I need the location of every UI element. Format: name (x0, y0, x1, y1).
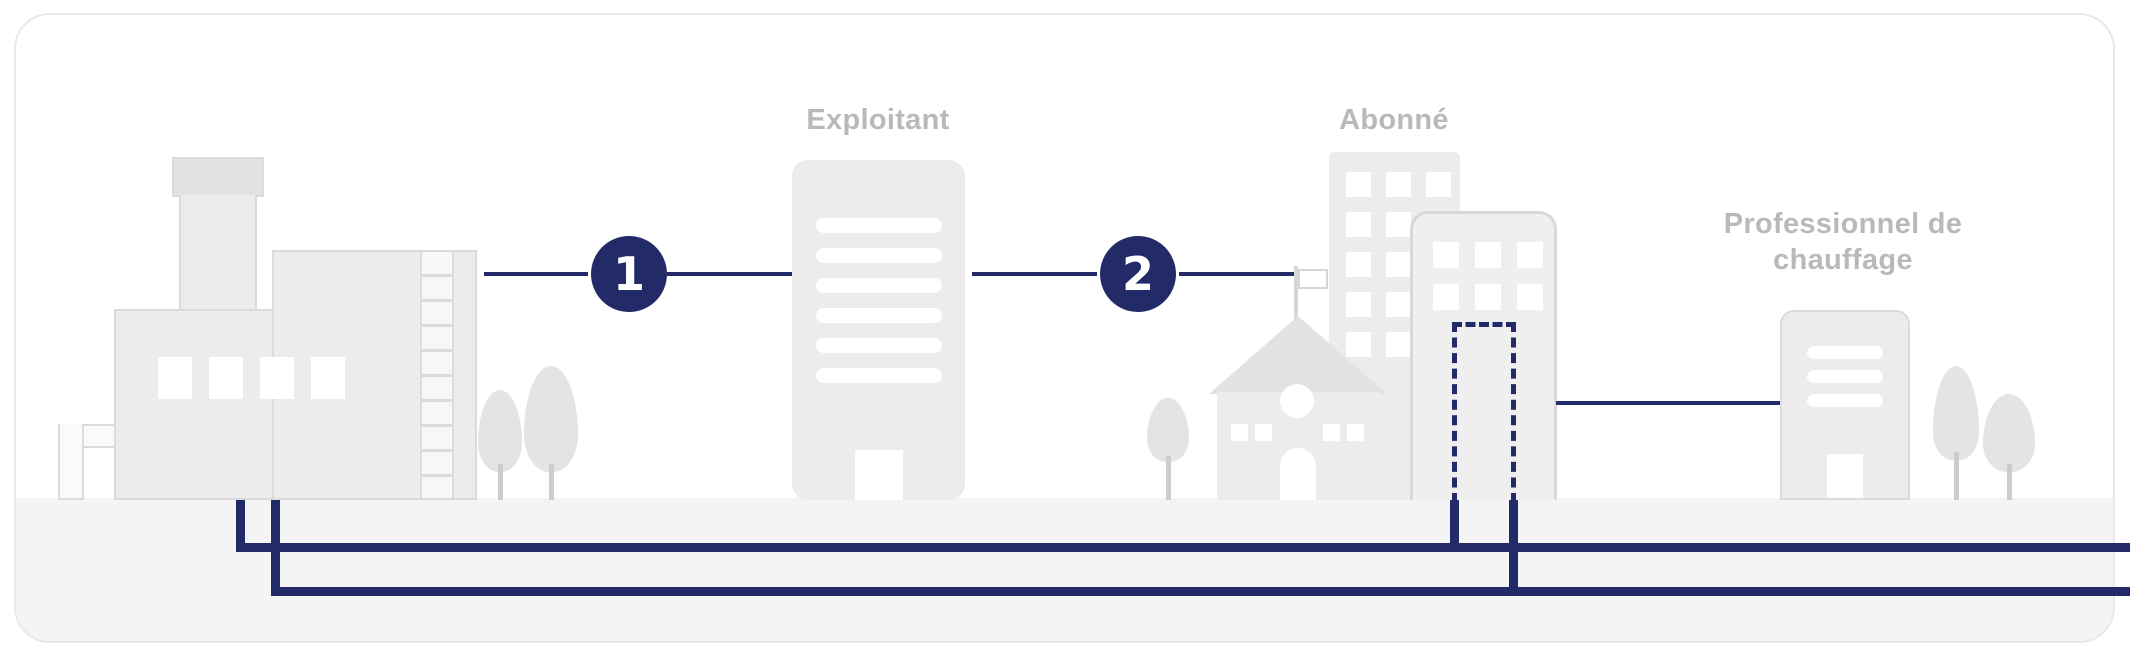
window-icon (1231, 424, 1248, 441)
window-icon (260, 357, 294, 399)
tree-canopy (1933, 366, 1979, 460)
window-icon (1475, 242, 1501, 268)
roof (1209, 316, 1387, 394)
operator-building-icon (792, 160, 965, 500)
tree-canopy (1983, 394, 2035, 472)
step-1-number: 1 (612, 247, 645, 301)
window-icon (1386, 252, 1411, 277)
window-icon (1517, 242, 1543, 268)
tree-trunk (549, 464, 554, 500)
tree-trunk (1954, 452, 1959, 500)
step-2-badge: 2 (1100, 236, 1176, 312)
window-stripe (815, 218, 942, 233)
chimney (179, 195, 257, 319)
window-stripe (815, 308, 942, 323)
window-stripe (815, 278, 942, 293)
window-icon (1255, 424, 1272, 441)
tree-icon (524, 366, 578, 500)
connector-line (484, 272, 588, 276)
window-stripe (815, 368, 942, 383)
tree-trunk (1166, 456, 1171, 500)
window-icon (1433, 284, 1459, 310)
window-icon (158, 357, 192, 399)
flag-icon (1298, 269, 1328, 289)
subscriber-building-icon (1410, 211, 1557, 503)
professional-building-icon (1780, 310, 1910, 500)
tree-icon (1983, 394, 2035, 500)
window-icon (1346, 212, 1371, 237)
window-stripe (815, 338, 942, 353)
window-icon (209, 357, 243, 399)
window-icon (1346, 292, 1371, 317)
heat-pipe-return (271, 587, 2130, 596)
window-icon (1426, 172, 1451, 197)
heat-pipe-plant-riser (236, 500, 245, 552)
heat-pipe-supply (236, 543, 2130, 552)
window-stripe (815, 248, 942, 263)
round-window-icon (1280, 384, 1314, 418)
connector-line (667, 272, 792, 276)
window-icon (1433, 242, 1459, 268)
tree-canopy (478, 390, 522, 472)
heat-pipe-subscriber-riser (1509, 500, 1518, 596)
tree-canopy (524, 366, 578, 472)
door-icon (1827, 454, 1863, 498)
window-icon (1386, 172, 1411, 197)
ground (16, 498, 2113, 641)
step-1-badge: 1 (591, 236, 667, 312)
window-icon (1347, 424, 1364, 441)
window-icon (1386, 332, 1411, 357)
window-icon (1386, 292, 1411, 317)
window-stripe (1807, 394, 1883, 407)
window-icon (1517, 284, 1543, 310)
flag-pole (1294, 266, 1298, 322)
window-icon (1346, 172, 1371, 197)
ladder-icon (420, 252, 454, 498)
heat-riser-dashed-outline (1452, 322, 1516, 503)
step-2-number: 2 (1121, 247, 1154, 301)
door-icon (1280, 448, 1316, 500)
tree-trunk (498, 464, 503, 500)
tree-icon (478, 390, 522, 500)
heat-pipe-subscriber-riser (1450, 500, 1459, 552)
professional-label: Professionnel de chauffage (1723, 208, 1963, 277)
tree-icon (1147, 398, 1189, 500)
window-icon (311, 357, 345, 399)
window-stripe (1807, 370, 1883, 383)
tree-canopy (1147, 398, 1189, 462)
tree-icon (1933, 366, 1979, 500)
window-icon (1475, 284, 1501, 310)
door-icon (854, 450, 903, 500)
window-icon (1346, 252, 1371, 277)
plant-pipe-elbow (58, 424, 84, 500)
window-icon (1323, 424, 1340, 441)
connector-line (972, 272, 1097, 276)
subscriber-label: Abonné (1339, 104, 1449, 136)
operator-label: Exploitant (806, 104, 950, 136)
window-icon (1386, 212, 1411, 237)
window-stripe (1807, 346, 1883, 359)
connector-line (1556, 401, 1780, 405)
tree-trunk (2007, 464, 2012, 500)
house-icon (1209, 266, 1387, 500)
connector-line (1179, 272, 1301, 276)
heating-plant-icon (58, 157, 478, 500)
chimney-cap (172, 157, 264, 197)
